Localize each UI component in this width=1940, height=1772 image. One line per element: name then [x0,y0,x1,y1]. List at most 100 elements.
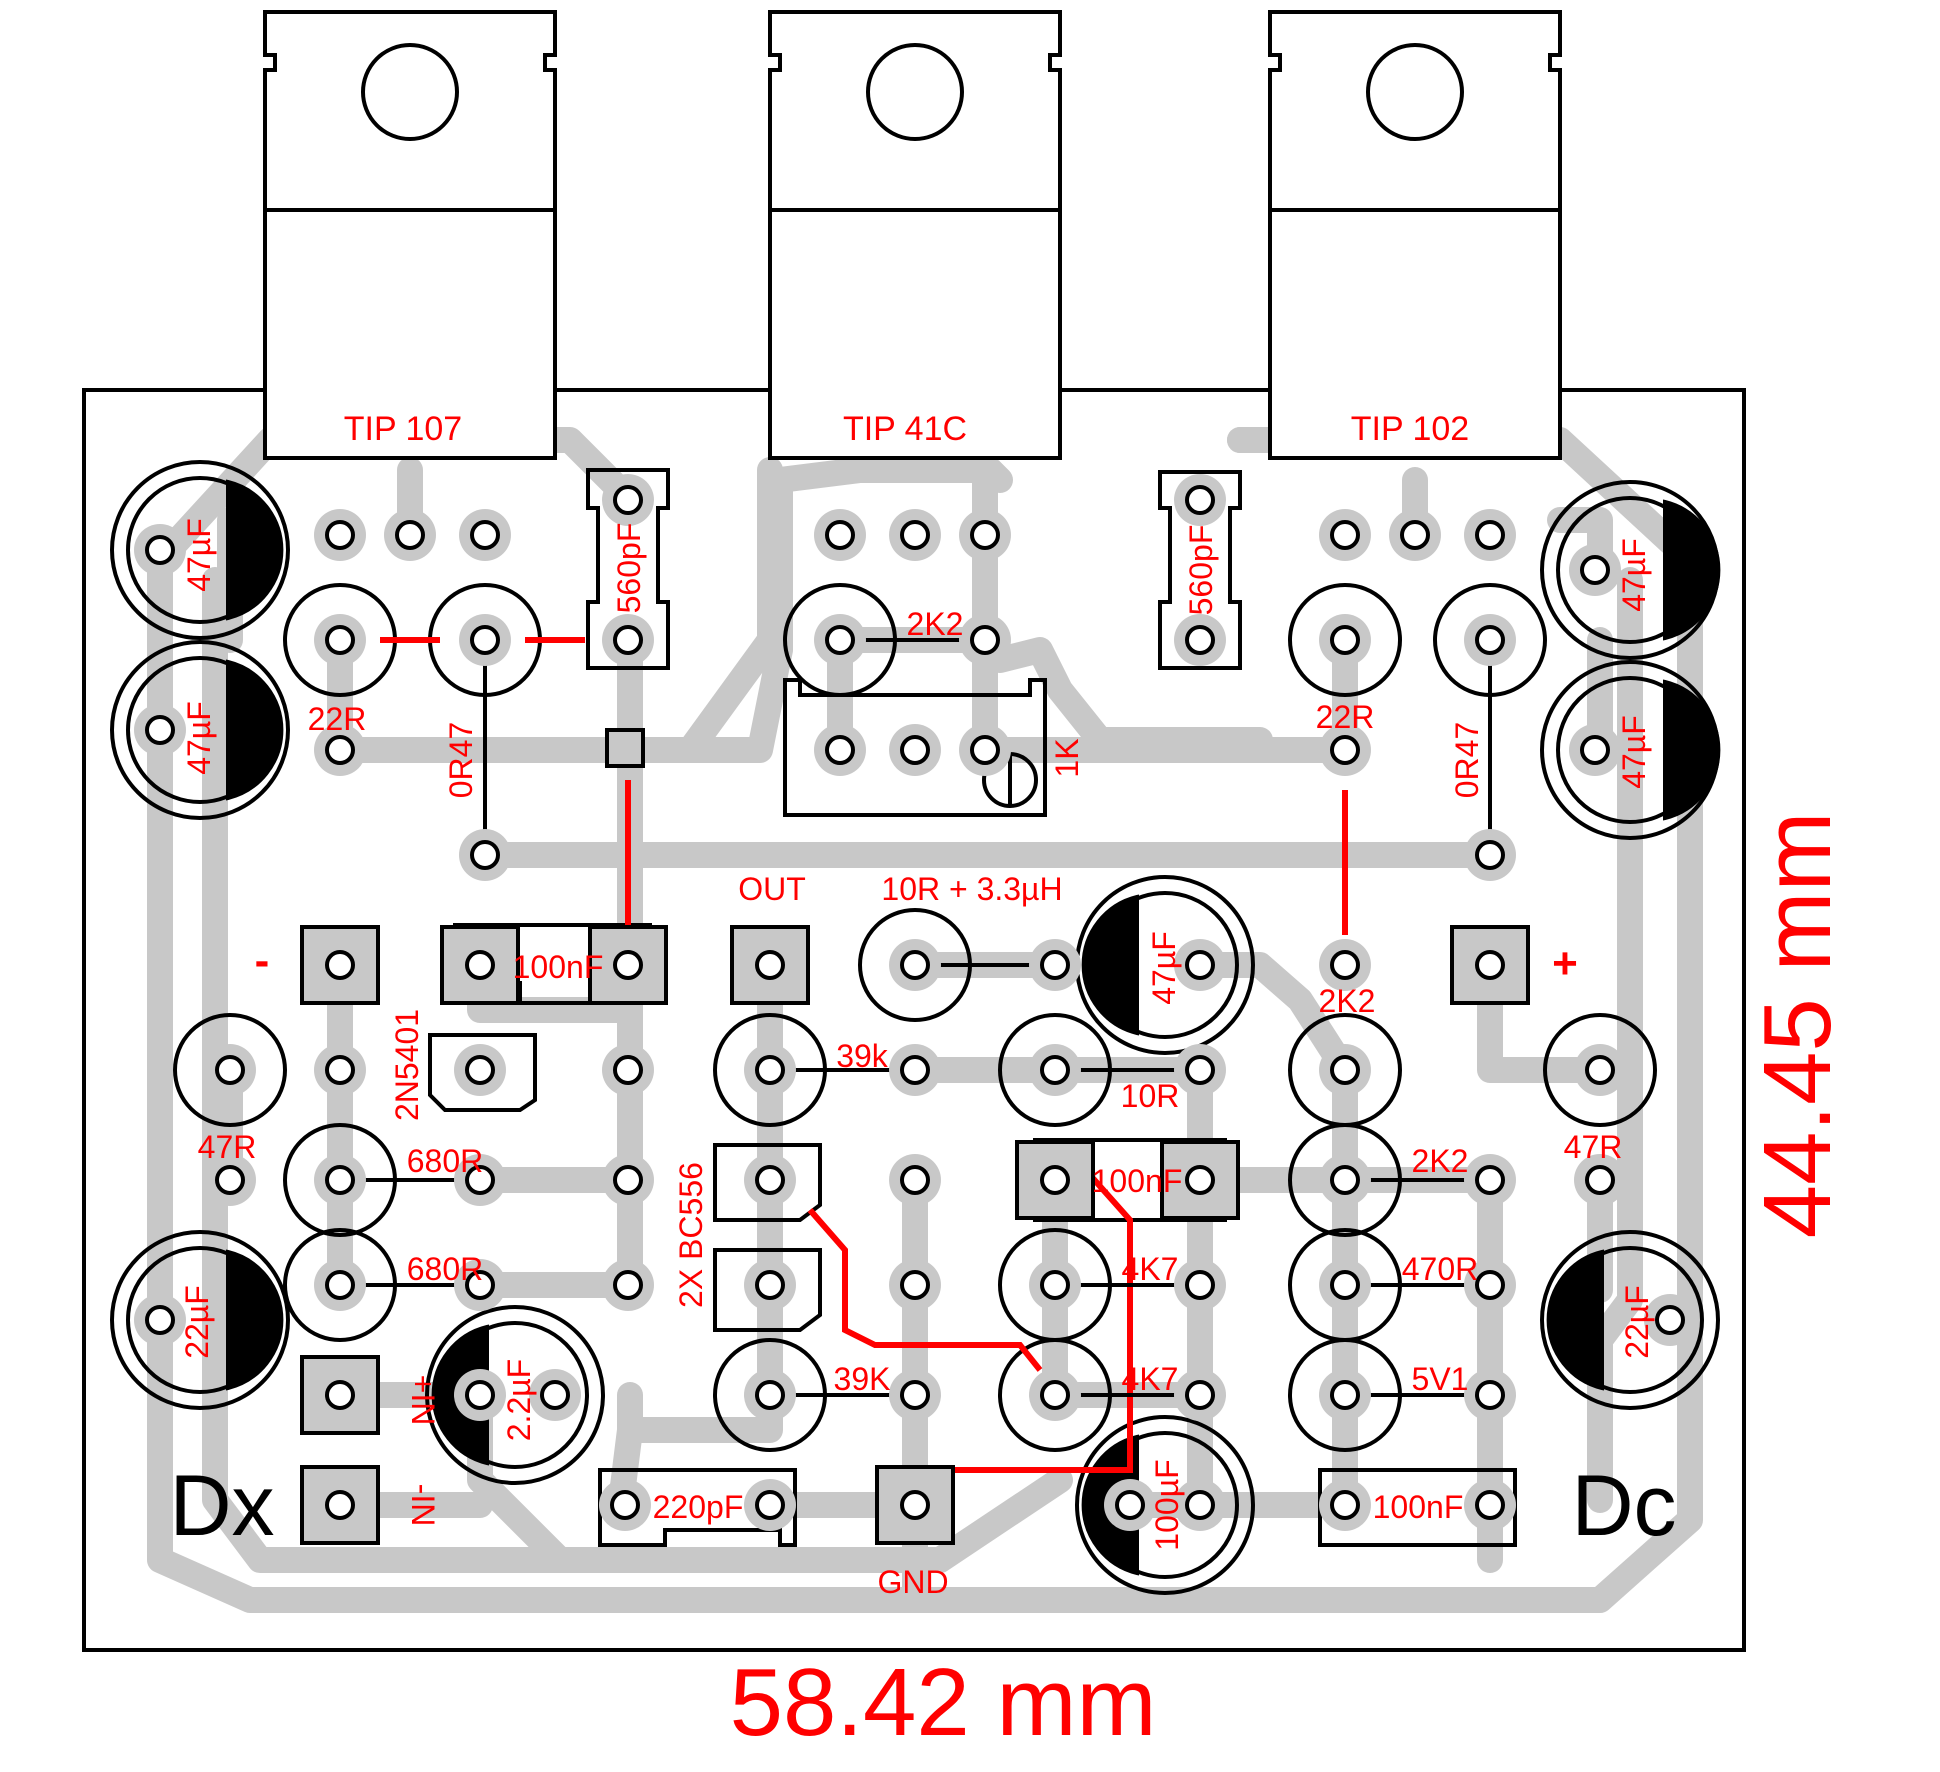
pad-hole [970,735,1000,765]
pad-hole [900,520,930,550]
red-jumpers [380,637,1348,1473]
pad-hole [465,1165,495,1195]
pad-hole [1580,735,1610,765]
pad-hole [215,1055,245,1085]
pad-hole [395,520,425,550]
terminal-plus-label: + [1552,939,1578,988]
pad-hole [1330,1490,1360,1520]
pad-hole [900,1380,930,1410]
pad-hole [465,1380,495,1410]
terminal-gnd-pad [875,1465,955,1545]
pad-hole [1400,520,1430,550]
pad-hole [1475,625,1505,655]
pad-hole [540,1380,570,1410]
pad-hole [825,520,855,550]
out-label: OUT [738,871,806,907]
pad-hole [325,1490,355,1520]
pad-hole [465,950,495,980]
pad-hole [755,1380,785,1410]
pad-hole [1040,950,1070,980]
pad-hole [1185,1055,1215,1085]
bc556-label: 2X BC556 [673,1162,709,1308]
cap-220pf-label: 220pF [653,1489,744,1525]
pad-hole [900,1165,930,1195]
pad-hole [465,1270,495,1300]
terminal-in-plus-pad [300,1355,380,1435]
terminal-minus-label: - [255,936,270,985]
res-4k7-label-2: 4K7 [1122,1361,1179,1397]
cap-560pf-label-2: 560pF [1183,525,1219,616]
pad-hole [1040,1380,1070,1410]
pot-1k-label: 1K [1049,738,1085,777]
pad-hole [470,625,500,655]
pad-hole [470,840,500,870]
cap-100nf-label-center: 100nF [1092,1163,1183,1199]
pad-hole [1185,1165,1215,1195]
cap-47uf-label-3: 47µF [1616,538,1652,612]
res-470r-label: 470R [1402,1251,1479,1287]
transistor-tip102 [1268,10,1562,460]
transistor-tip107 [263,10,557,460]
square-pads [300,728,1530,1545]
pad-hole [613,485,643,515]
pad-hole [1040,1165,1070,1195]
pad-hole [325,950,355,980]
pad-hole [1475,1165,1505,1195]
cap-47uf-label-2: 47µF [181,701,217,775]
pad-hole [1185,1490,1215,1520]
pad-hole [145,1305,175,1335]
gnd-label: GND [877,1564,948,1600]
pad-hole [825,735,855,765]
in-minus-label: -IN [405,1484,441,1527]
pad-hole [325,1270,355,1300]
pad-hole [325,1380,355,1410]
cap-100nf-label-left: 100nF [513,949,604,985]
cap-2-2uf-label: 2.2µF [501,1359,537,1441]
res-39k-label-2: 39K [834,1361,891,1397]
pad-hole [1585,1055,1615,1085]
cap-22uf-label-left: 22µF [179,1285,215,1359]
pad-hole [613,625,643,655]
width-dimension: 58.42 mm [730,1649,1157,1756]
pad-hole [900,1055,930,1085]
pad-hole [1330,950,1360,980]
pad-hole [610,1490,640,1520]
pad-hole [825,625,855,655]
transistor-2n5401-label: 2N5401 [389,1009,425,1121]
pad-hole [755,1270,785,1300]
pad-hole [465,1055,495,1085]
pad-hole [1330,1165,1360,1195]
cap-47uf-label-5: 47µF [1146,931,1182,1005]
test-pad [605,728,645,768]
tip107-label: TIP 107 [344,410,462,448]
res-47r-label-right: 47R [1564,1129,1623,1165]
transistor-tip41c [768,10,1062,460]
res-2k2-label-mid: 2K2 [1319,983,1376,1019]
pad-hole [1185,1270,1215,1300]
pad-hole [1330,735,1360,765]
pad-hole [755,950,785,980]
pad-hole [145,715,175,745]
pad-hole [1580,555,1610,585]
pad-hole [470,520,500,550]
res-2k2-label-top: 2K2 [907,606,964,642]
res-10r-label: 10R [1121,1078,1180,1114]
pad-hole [1185,950,1215,980]
pad-hole [1330,1055,1360,1085]
cap-47uf-label-1: 47µF [181,518,217,592]
pad-hole [1040,1055,1070,1085]
res-39k-label-1: 39k [836,1038,889,1074]
pad-hole [1330,625,1360,655]
pad-hole [1475,1380,1505,1410]
pad-hole [613,1165,643,1195]
res-680r-label-1: 680R [407,1143,484,1179]
pad-hole [1475,950,1505,980]
res-680r-label-2: 680R [407,1251,484,1287]
pad-hole [145,535,175,565]
pad-hole [325,625,355,655]
pad-hole [1040,1270,1070,1300]
pad-hole [900,950,930,980]
pad-hole [325,735,355,765]
pad-hole [900,735,930,765]
pad-hole [1115,1490,1145,1520]
